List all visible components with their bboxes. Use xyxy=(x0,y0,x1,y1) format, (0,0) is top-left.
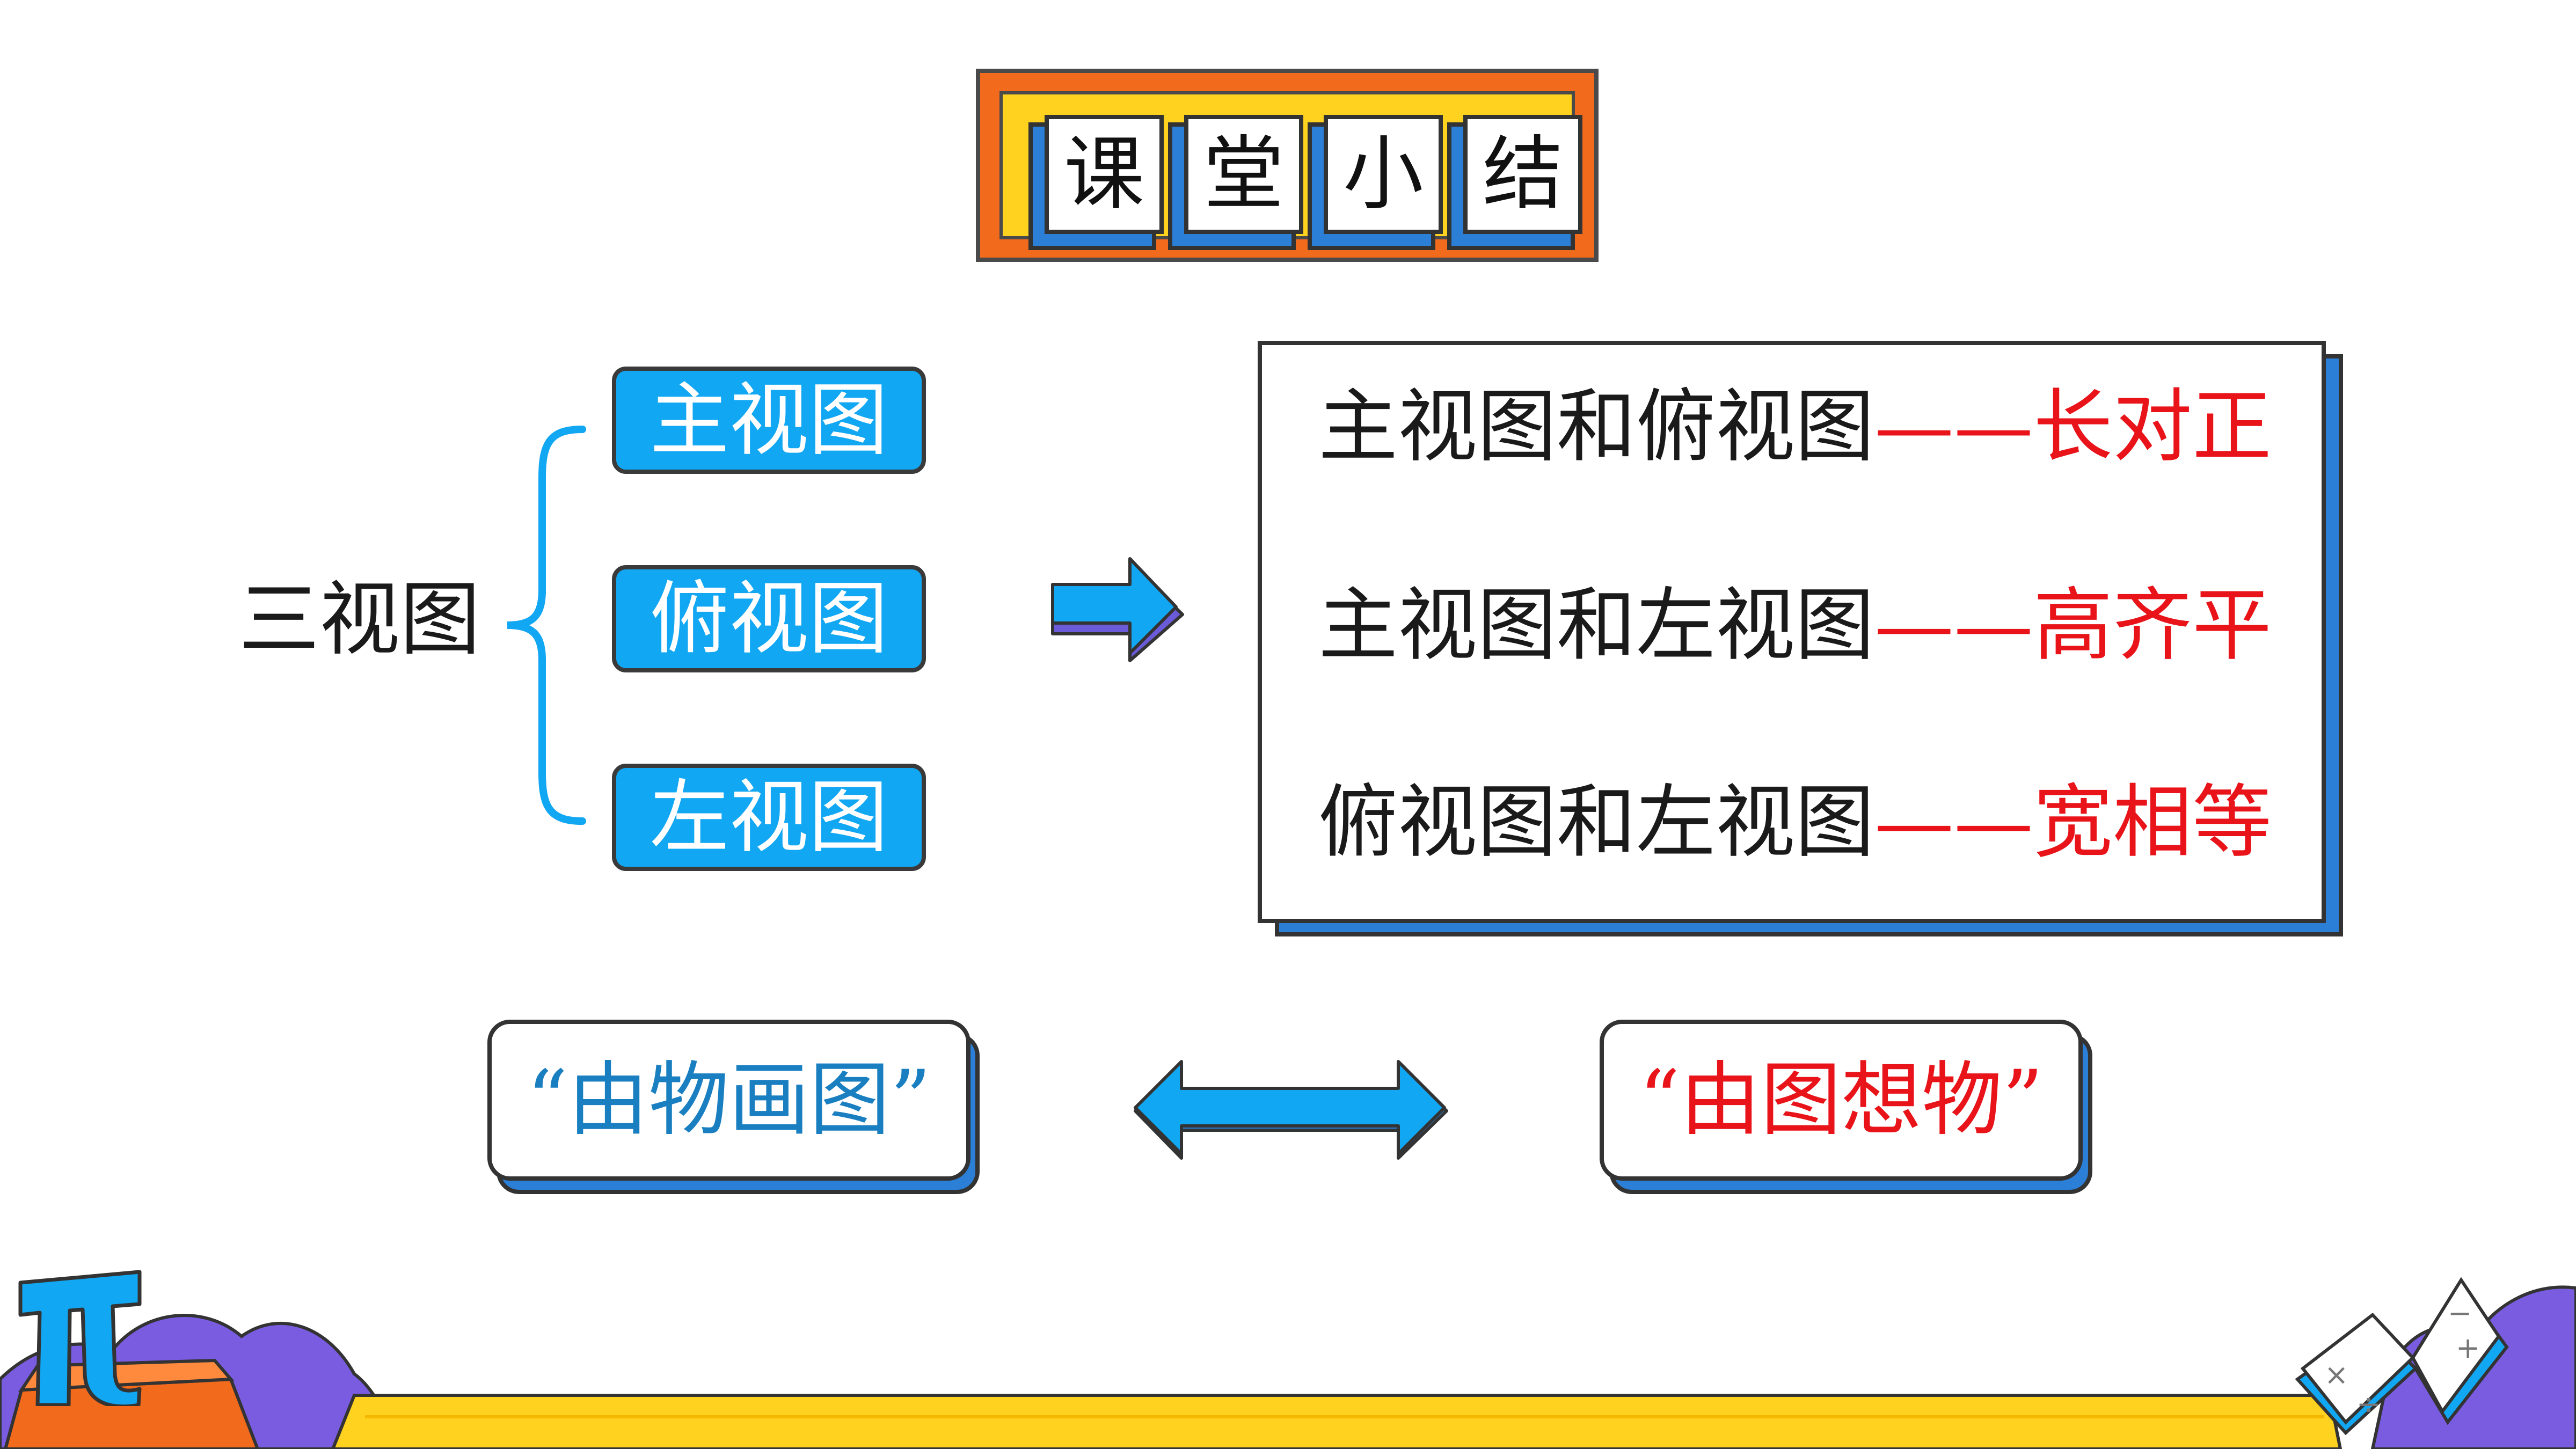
rule-line: 主视图和左视图——高齐平 xyxy=(1318,586,2272,665)
rules-box: 主视图和俯视图——长对正 主视图和左视图——高齐平 俯视图和左视图——宽相等 xyxy=(1258,341,2326,923)
footer-decoration xyxy=(0,1285,2576,1449)
title-char-tile: 课 xyxy=(1045,115,1164,234)
pi-shape xyxy=(18,1270,142,1409)
rule-dash: —— xyxy=(1874,579,2033,671)
phrase-box-left: “由物画图” xyxy=(487,1020,970,1181)
title-char-tile: 小 xyxy=(1324,115,1443,234)
title-banner: 课 堂 小 结 xyxy=(976,69,1599,262)
rule-line: 主视图和俯视图——长对正 xyxy=(1318,387,2272,466)
rule-line: 俯视图和左视图——宽相等 xyxy=(1318,782,2272,862)
phrase-box-right: “由图想物” xyxy=(1600,1020,2083,1181)
view-box-top: 俯视图 xyxy=(612,565,926,672)
view-box-left: 左视图 xyxy=(612,764,926,871)
pi-symbol-icon xyxy=(11,1267,150,1409)
title-char-tile: 堂 xyxy=(1184,115,1303,234)
book-plus-sign: + xyxy=(2456,1331,2480,1365)
book-shape xyxy=(2295,1277,2509,1436)
rule-pair: 俯视图和左视图 xyxy=(1318,776,1874,868)
rule-pair: 主视图和左视图 xyxy=(1318,579,1874,671)
title-banner-inner: 课 堂 小 结 xyxy=(999,91,1582,239)
rule-pair: 主视图和俯视图 xyxy=(1318,380,1874,473)
book-minus-sign: − xyxy=(2448,1296,2472,1330)
curly-brace-icon xyxy=(507,426,586,825)
rule-dash: —— xyxy=(1874,380,2033,473)
arrow-right-icon xyxy=(1051,557,1184,662)
book-divide-sign: ÷ xyxy=(2356,1387,2381,1421)
double-arrow-icon xyxy=(1134,1060,1448,1160)
rule-dash: —— xyxy=(1874,776,2033,868)
title-char-tile: 结 xyxy=(1463,115,1582,234)
rule-result: 宽相等 xyxy=(2033,776,2272,868)
view-box-front: 主视图 xyxy=(612,367,926,474)
rule-result: 高齐平 xyxy=(2033,579,2272,671)
book-times-sign: × xyxy=(2324,1358,2349,1392)
tree-root-label: 三视图 xyxy=(239,573,481,667)
math-book-icon: × ÷ − + xyxy=(2287,1277,2512,1438)
rule-result: 长对正 xyxy=(2033,380,2272,473)
